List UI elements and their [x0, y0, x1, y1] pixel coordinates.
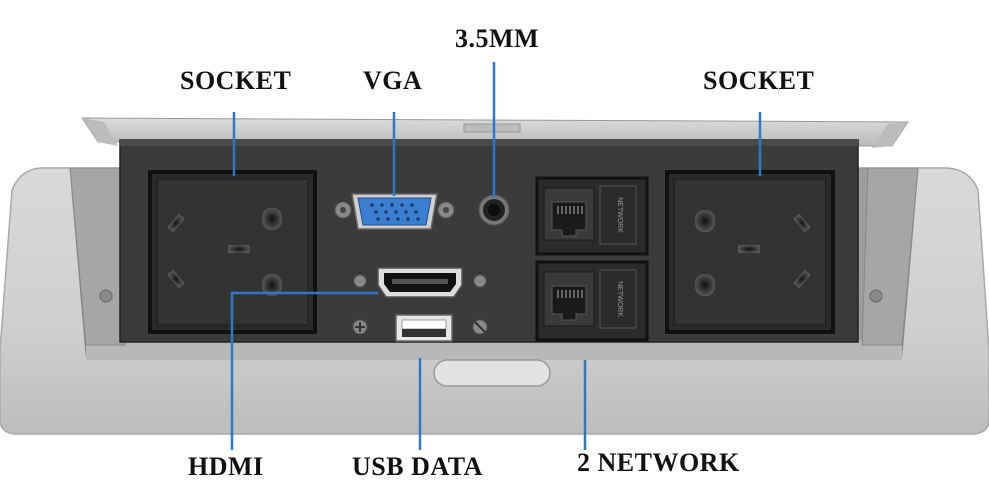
label-network: 2 NETWORK [577, 448, 740, 477]
vga-port[interactable] [334, 193, 455, 230]
network-port-bottom[interactable]: NETWORK [535, 260, 649, 342]
label-audio: 3.5MM [455, 24, 540, 53]
callout-lines [230, 62, 762, 450]
label-socket-left: SOCKET [180, 66, 292, 95]
right-rail-screw [869, 289, 883, 303]
network-top-text: NETWORK [616, 197, 623, 233]
label-usb: USB DATA [352, 452, 483, 481]
callout-hdmi [230, 291, 378, 450]
right-power-socket[interactable] [665, 170, 835, 334]
left-rail-screw [99, 289, 113, 303]
label-hdmi: HDMI [188, 452, 264, 481]
label-socket-right: SOCKET [703, 66, 815, 95]
label-vga: VGA [363, 66, 423, 95]
audio-jack[interactable] [478, 194, 510, 226]
network-bottom-text: NETWORK [616, 281, 623, 317]
network-port-top[interactable]: NETWORK [535, 176, 649, 256]
left-rail [69, 167, 126, 346]
recess-lip [86, 340, 902, 360]
usb-port[interactable] [352, 314, 488, 342]
lid-pull-handle[interactable] [433, 359, 551, 387]
hdmi-port[interactable] [353, 267, 487, 298]
